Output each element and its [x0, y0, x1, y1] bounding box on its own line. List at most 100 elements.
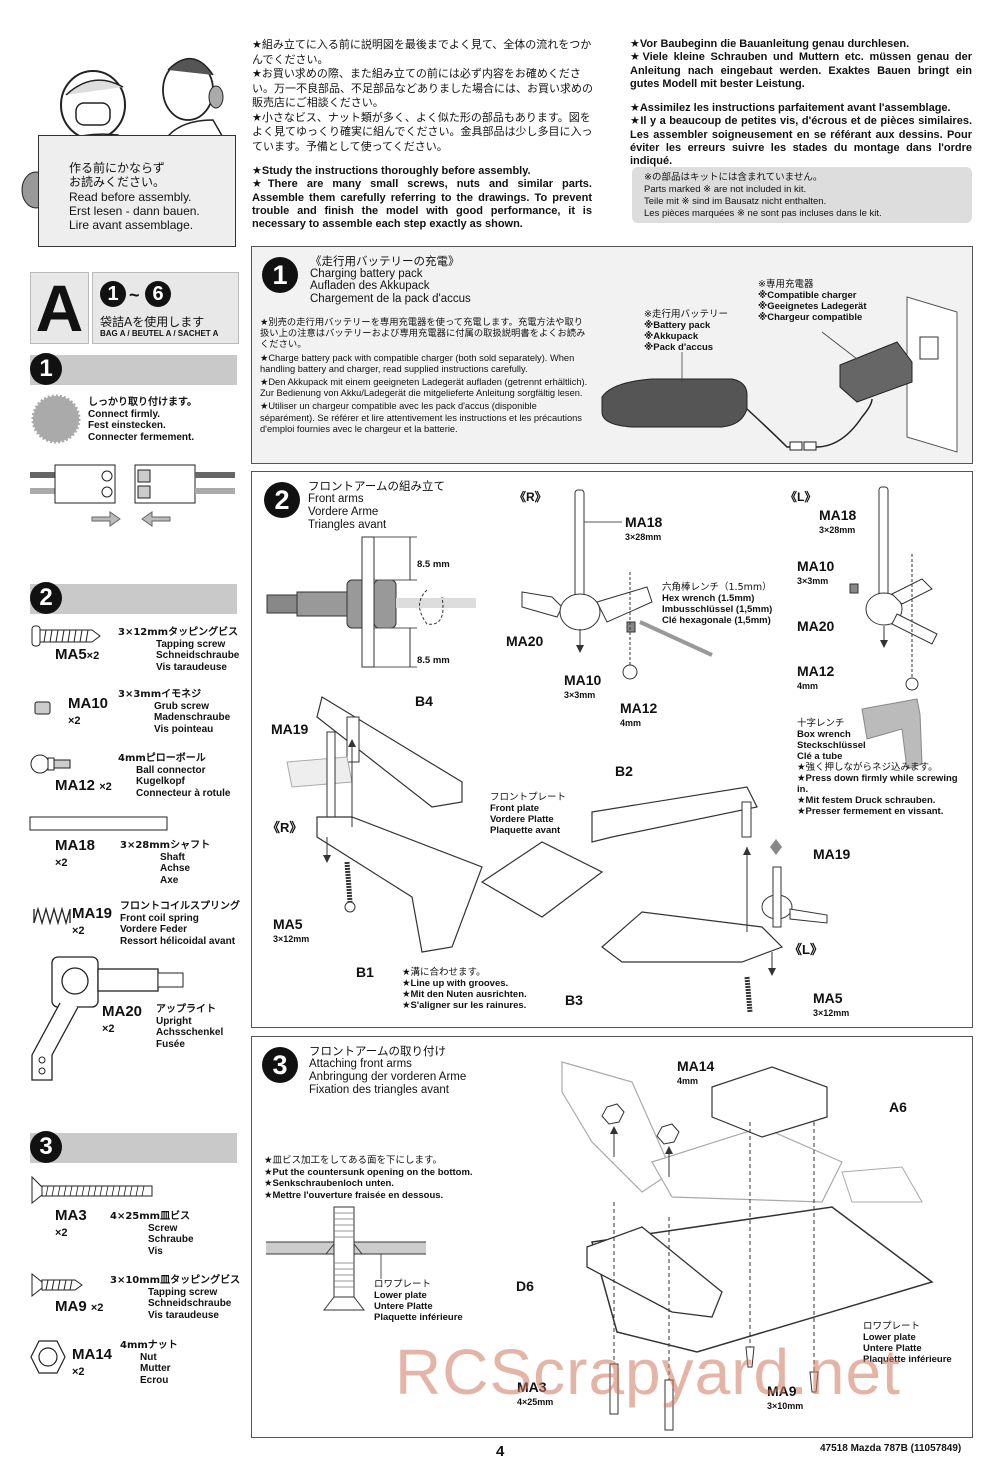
- read-before-sign: 作る前にかならず お読みください。 Read before assembly. …: [38, 135, 236, 247]
- bag-jp: 袋詰Aを使用します: [100, 315, 205, 329]
- part-desc-jp: 4mmナット: [120, 1340, 178, 1351]
- part-desc-fr: Vis taraudeuse: [156, 661, 227, 673]
- step-1-panel: 1 《走行用バッテリーの充電》 Charging battery pack Au…: [251, 246, 973, 464]
- part-desc-de: Madenschraube: [154, 712, 231, 723]
- box-wrench-label: 十字レンチ Box wrench Steckschlüssel Clé a tu…: [797, 718, 967, 817]
- jp-note: ★小さなビス、ナット類が多く、よく似た形の部品もあります。図をよく見てゆっくり確…: [252, 110, 593, 153]
- part-code-ma5: MA5×2: [55, 647, 99, 664]
- bag-info-box: 1 ~ 6 袋詰Aを使用します BAG A / BEUTEL A / SACHE…: [92, 272, 239, 344]
- part-desc-en: Upright: [156, 1015, 192, 1027]
- shaft-icon: [29, 816, 168, 831]
- fr-note: ★Il y a beaucoup de petites vis, d'écrou…: [630, 115, 972, 168]
- lower-plate-de: Untere Platte: [863, 1343, 922, 1354]
- part-desc-jp: 3×28mmシャフト: [120, 840, 211, 851]
- step-3-panel: 3 フロントアームの取り付け Attaching front arms Anbr…: [251, 1036, 973, 1438]
- left-upright-diagram-icon: [849, 486, 938, 770]
- part-qty: ×2: [68, 715, 81, 727]
- part-qty: ×2: [99, 781, 112, 793]
- part-desc-jp: アップライト: [156, 1004, 216, 1015]
- step-bar: [30, 355, 237, 385]
- side-r-label: 《R》: [514, 490, 547, 504]
- part-code-ma18: MA18×2: [55, 838, 95, 871]
- countersunk-note-en: ★Put the countersunk opening on the bott…: [264, 1166, 473, 1178]
- front-plate-en: Front plate: [490, 803, 540, 814]
- label-ma5-r: MA5 3×12mm: [273, 916, 309, 945]
- en-note: ★There are many small screws, nuts and s…: [252, 178, 592, 231]
- groove-note-jp: ★溝に合わせます。: [402, 967, 486, 978]
- front-plate-fr: Plaquette avant: [490, 825, 561, 836]
- charger-label-fr: ※Chargeur compatible: [758, 312, 863, 323]
- part-code-ma3: MA3×2: [55, 1208, 87, 1241]
- part-qty: ×2: [90, 1302, 104, 1314]
- label-ma19-r: MA19: [271, 721, 309, 737]
- part-desc-fr: Vis pointeau: [154, 723, 214, 735]
- step-3-title-jp: フロントアームの取り付け: [309, 1044, 446, 1058]
- lower-plate-label-right: ロワプレート Lower plate Untere Platte Plaquet…: [863, 1321, 952, 1365]
- label-text: MA5: [273, 916, 303, 932]
- part-desc-ma14: 4mmナット Nut Mutter Ecrou: [120, 1340, 178, 1386]
- label-text: MA12: [620, 700, 658, 716]
- lower-plate-en: Lower plate: [863, 1332, 916, 1343]
- part-desc-ma3: 4×25mm皿ビス Screw Schraube Vis: [110, 1211, 194, 1257]
- label-size: 3×12mm: [813, 1008, 850, 1018]
- part-desc-en: Ball connector: [136, 764, 206, 776]
- part-desc-de: Achse: [160, 863, 191, 874]
- part-desc-de: Schraube: [148, 1234, 194, 1245]
- bag-letter: A: [35, 271, 84, 345]
- not-included-jp: ※の部品はキットには含まれていません。: [644, 172, 823, 183]
- step-1-title-fr: Chargement de la pack d'accus: [310, 292, 471, 305]
- part-desc-ma5: 3×12mmタッピングビス Tapping screw Schneidschra…: [118, 627, 239, 673]
- bag-range-end: 6: [145, 281, 171, 307]
- hex-wrench-de: Imbusschlüssel (1,5mm): [662, 604, 773, 615]
- part-desc-de: Achsschenkel: [156, 1027, 224, 1038]
- part-code: MA10: [68, 695, 109, 712]
- grub-screw-icon: [34, 701, 51, 715]
- lower-plate-label-left: ロワプレート Lower plate Untere Platte Plaquet…: [374, 1279, 463, 1323]
- label-size: 3×12mm: [273, 934, 310, 944]
- battery-label-de: ※Akkupack: [644, 331, 699, 342]
- connect-note-en: Connect firmly.: [88, 408, 161, 420]
- part-desc-fr: Fusée: [156, 1038, 185, 1050]
- sign-fr: Lire avant assemblage.: [69, 218, 194, 232]
- part-desc-ma9: 3×10mm皿タッピングビス Tapping screw Schneidschr…: [110, 1275, 240, 1321]
- countersunk-note: ★皿ビス加工をしてある面を下にします。 ★Put the countersunk…: [264, 1155, 473, 1201]
- label-d6: D6: [516, 1278, 534, 1294]
- part-desc-de: Schneidschraube: [156, 650, 240, 661]
- part-desc-jp: フロントコイルスプリング: [120, 901, 240, 912]
- fr-note: ★Assimilez les instructions parfaitement…: [630, 102, 951, 114]
- part-code-ma10: MA10 ×2: [68, 696, 108, 729]
- box-wrench-de: Steckschlüssel: [797, 740, 866, 751]
- part-desc-jp: 3×12mmタッピングビス: [118, 627, 239, 638]
- part-code-ma12: MA12 ×2: [55, 778, 112, 795]
- connect-note-de: Fest einstecken.: [88, 420, 166, 431]
- part-code: MA20: [102, 1003, 143, 1020]
- intro-notes-de: ★Vor Baubeginn die Bauanleitung genau du…: [630, 38, 972, 91]
- label-b2: B2: [615, 763, 633, 779]
- step-1-title-de: Aufladen des Akkupack: [310, 280, 430, 292]
- part-desc-ma12: 4mmピローボール Ball connector Kugelkopf Conne…: [118, 753, 230, 799]
- battery-label-jp: ※走行用バッテリー: [644, 309, 728, 320]
- part-code-ma9: MA9 ×2: [55, 1299, 103, 1316]
- bag-letter-box: A: [30, 272, 89, 344]
- sign-jp-line-2: お読みください。: [69, 175, 166, 189]
- countersunk-note-fr: ★Mettre l'ouverture fraisée en dessous.: [264, 1189, 444, 1201]
- hex-wrench-jp: 六角棒レンチ（1.5mm）: [662, 582, 772, 593]
- part-desc-ma20: アップライト Upright Achsschenkel Fusée: [156, 1004, 223, 1050]
- lower-plate-jp: ロワプレート: [863, 1321, 921, 1332]
- not-included-en: Parts marked ※ are not included in kit.: [644, 184, 807, 195]
- part-desc-ma10: 3×3mmイモネジ Grub screw Madenschraube Vis p…: [118, 689, 230, 735]
- step-2-title-fr: Triangles avant: [308, 519, 387, 531]
- connect-note: しっかり取り付けます。 Connect firmly. Fest einstec…: [88, 397, 197, 443]
- jp-note: ★組み立てに入る前に説明図を最後までよく見て、全体の流れをつかんでください。: [252, 38, 592, 66]
- step-3-title: フロントアームの取り付け Attaching front arms Anbrin…: [309, 1045, 466, 1097]
- part-desc-de: Kugelkopf: [136, 776, 185, 787]
- part-desc-en: Tapping screw: [148, 1286, 218, 1298]
- label-r-bottom: 《R》: [267, 820, 303, 835]
- part-desc-fr: Vis taraudeuse: [148, 1309, 219, 1321]
- part-qty: ×2: [55, 1227, 68, 1239]
- step-3-title-de: Anbringung der vorderen Arme: [309, 1071, 467, 1083]
